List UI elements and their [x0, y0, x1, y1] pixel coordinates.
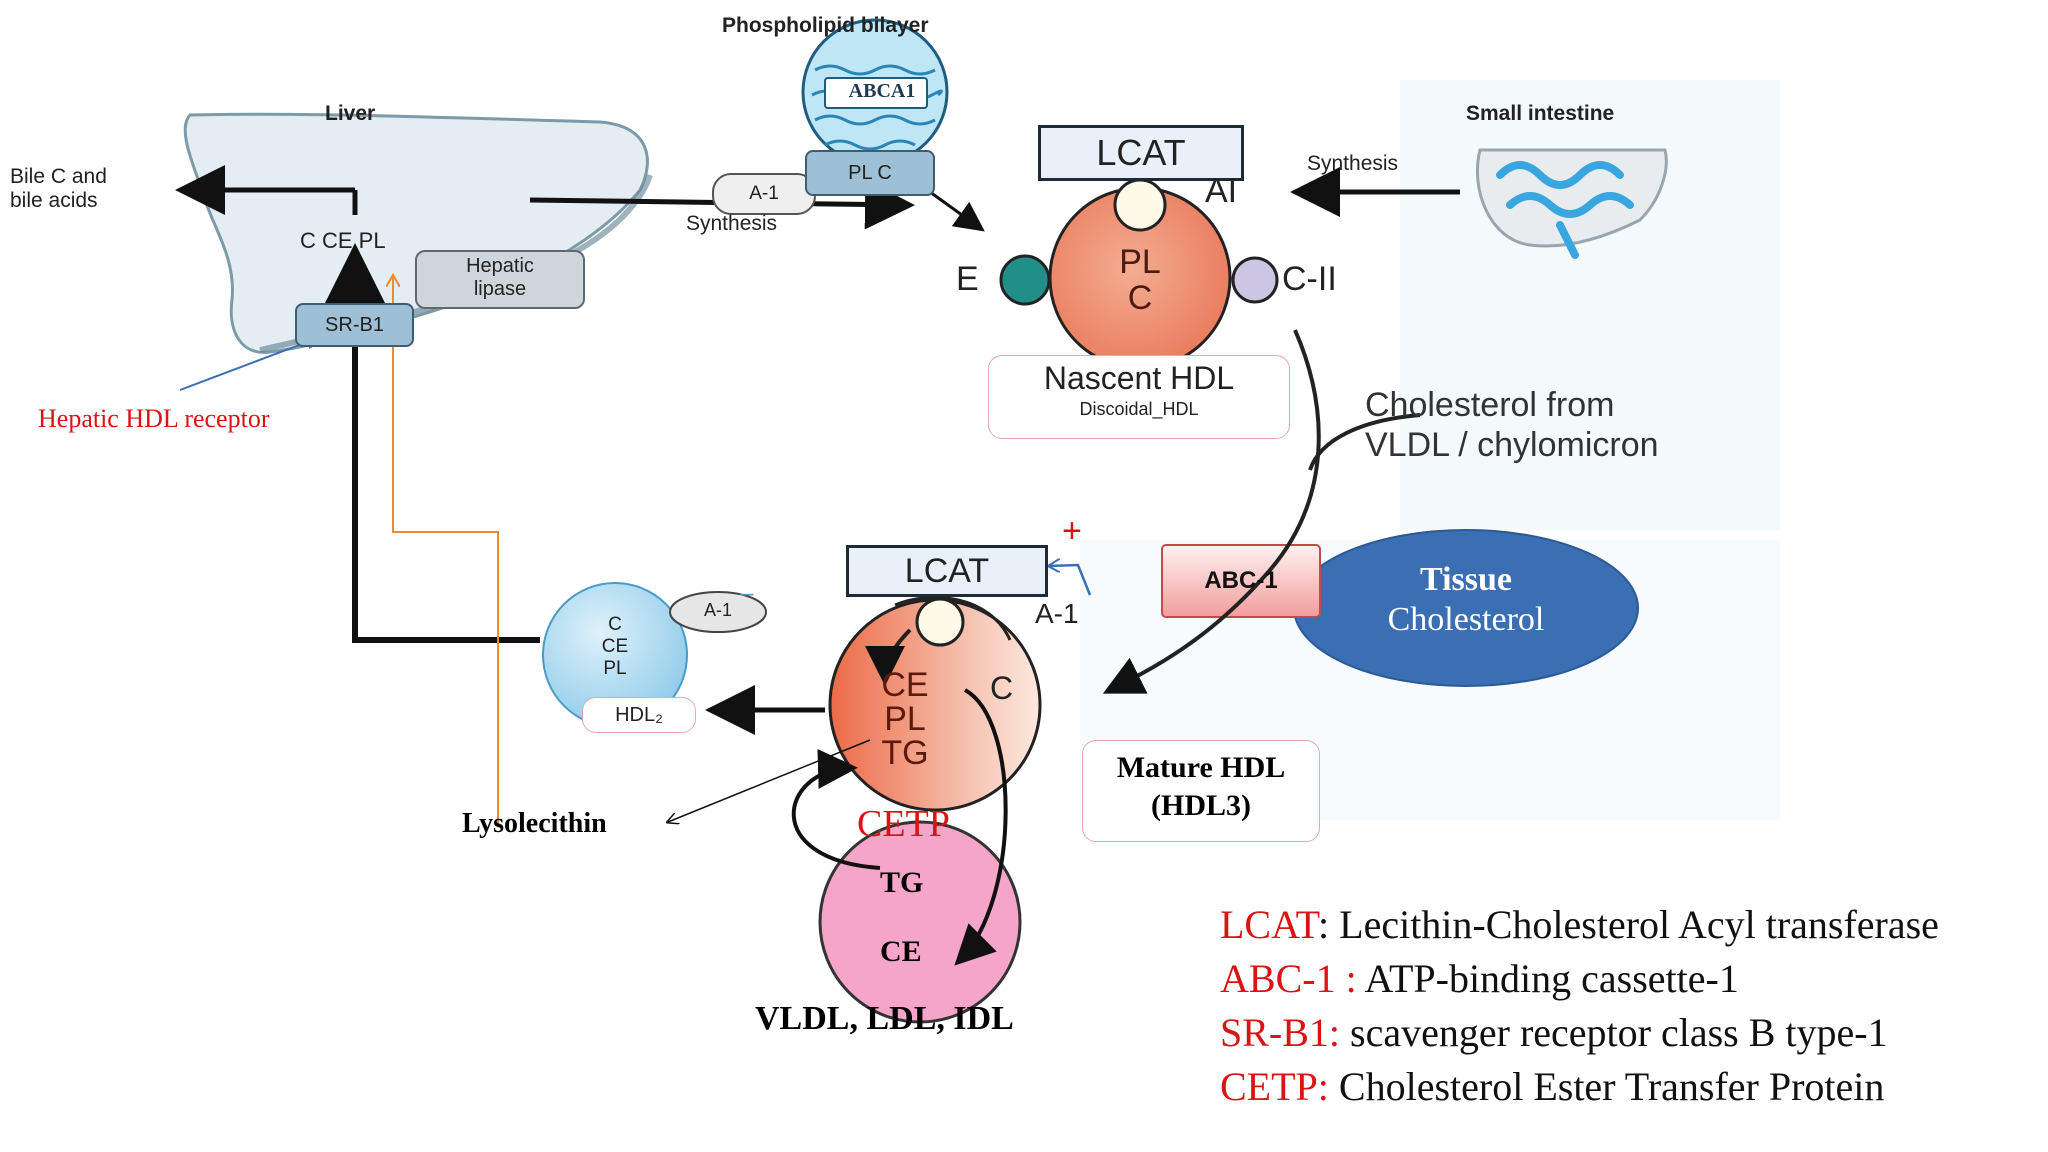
nascent-hdl-sub: Discoidal_HDL	[1079, 399, 1199, 419]
tissue-line1: Tissue	[1420, 561, 1512, 598]
apo-a1-circle	[915, 597, 965, 647]
liver-shape	[183, 112, 649, 354]
legend-sep	[1340, 1010, 1350, 1055]
legend-sep: :	[1318, 902, 1340, 947]
hepatic-receptor-arrow	[179, 338, 318, 391]
tissue-line2: Cholesterol	[1387, 601, 1545, 638]
hdl2-core-label: C CE PL	[601, 614, 629, 679]
nascent-hdl-name: Nascent HDL	[1043, 360, 1235, 396]
apo-cii-label: C-II	[1282, 260, 1337, 298]
mature-hdl-box: Mature HDL (HDL3)	[1082, 740, 1320, 842]
mature-c-label: C	[990, 670, 1014, 706]
bilayer-title: Phospholipid bilayer	[722, 14, 929, 37]
synthesis-label-intestine: Synthesis	[1307, 152, 1399, 175]
sr-b1-box: SR-B1	[295, 303, 414, 347]
synthesis-label-liver: Synthesis	[686, 212, 778, 235]
cetp-label: CETP	[857, 803, 950, 845]
legend-abbr: LCAT	[1220, 902, 1319, 947]
bile-label: Bile C and bile acids	[10, 165, 107, 212]
lcat-activation-arrow	[1048, 565, 1092, 596]
apo-e-label: E	[956, 260, 979, 298]
lcat-plus-sign: +	[1062, 512, 1082, 550]
hdl2-name: HDL₂	[582, 697, 696, 733]
cetp-tg-arrow	[791, 748, 881, 870]
lcat-box-mature: LCAT	[846, 545, 1048, 597]
apo-cii-circle	[1231, 256, 1279, 304]
vldl-particle	[818, 820, 1022, 1024]
hepatic-receptor-label: Hepatic HDL receptor	[38, 404, 270, 433]
apo-a1-synthesis: A-1	[712, 173, 816, 215]
lysolecithin-orange-line	[393, 275, 499, 825]
legend-abbr: ABC-1 :	[1220, 956, 1357, 1001]
hdl2-return-line	[352, 340, 540, 643]
tissue-label: Tissue Cholesterol	[1294, 560, 1638, 640]
phospholipid-bilayer	[801, 18, 949, 166]
abc1-box	[1161, 544, 1321, 618]
abca1-label: ABCA1	[848, 80, 916, 102]
vldl-ce-label: CE	[880, 935, 922, 968]
legend-item-abc1: ABC-1 : ATP-binding cassette-1	[1220, 952, 1939, 1006]
legend-item-cetp: CETP: Cholesterol Ester Transfer Protein	[1220, 1060, 1939, 1114]
legend-desc: Cholesterol Ester Transfer Protein	[1338, 1064, 1885, 1109]
hepatic-lipase-box: Hepatic lipase	[415, 250, 585, 309]
hdl2-apo-label: A-1	[703, 600, 732, 620]
lcat-box-nascent: LCAT	[1038, 125, 1244, 181]
apo-ai-label: AI	[1205, 172, 1238, 210]
plc-box: PL C	[805, 150, 935, 196]
mature-apo-arc	[894, 595, 1012, 641]
hdl2-dash: –	[740, 580, 754, 607]
nascent-hdl-box: Nascent HDL Discoidal_HDL	[988, 355, 1290, 439]
legend-abbr: CETP:	[1220, 1064, 1329, 1109]
arrow-to-nascent	[929, 190, 985, 232]
hdl2-apo-a1	[669, 591, 767, 633]
abc1-label: ABC-1	[1204, 567, 1278, 594]
nascent-core-label: PL C	[1119, 243, 1161, 317]
cholesterol-source-label: Cholesterol from VLDL / chylomicron	[1365, 386, 1659, 464]
apo-ai-circle	[1113, 178, 1167, 232]
intestine-title: Small intestine	[1466, 102, 1615, 125]
legend-desc: Lecithin-Cholesterol Acyl transferase	[1339, 902, 1939, 947]
vldl-name: VLDL, LDL, IDL	[755, 1000, 1014, 1037]
liver-contents: C CE PL	[300, 228, 386, 253]
liver-title: Liver	[325, 102, 376, 125]
legend-abbr: SR-B1:	[1220, 1010, 1341, 1055]
lysolecithin-label: Lysolecithin	[462, 808, 607, 839]
cetp-ce-arrow	[954, 688, 1008, 966]
mature-core-label: CE PL TG	[881, 666, 929, 772]
legend-desc: ATP-binding cassette-1	[1364, 956, 1739, 1001]
legend: LCAT: Lecithin-Cholesterol Acyl transfer…	[1220, 898, 1939, 1114]
apo-e-circle	[999, 254, 1051, 306]
legend-item-srb1: SR-B1: scavenger receptor class B type-1	[1220, 1006, 1939, 1060]
legend-item-lcat: LCAT: Lecithin-Cholesterol Acyl transfer…	[1220, 898, 1939, 952]
legend-sep	[1329, 1064, 1339, 1109]
legend-desc: scavenger receptor class B type-1	[1350, 1010, 1888, 1055]
arrow-to-lysolecithin	[668, 739, 871, 822]
mature-a1-label: A-1	[1035, 598, 1079, 629]
cholesterol-source-line	[1308, 413, 1421, 471]
intestine-icon	[1475, 148, 1668, 259]
arrow-nascent-to-mature	[1102, 329, 1321, 694]
vldl-tg-label: TG	[880, 866, 924, 899]
